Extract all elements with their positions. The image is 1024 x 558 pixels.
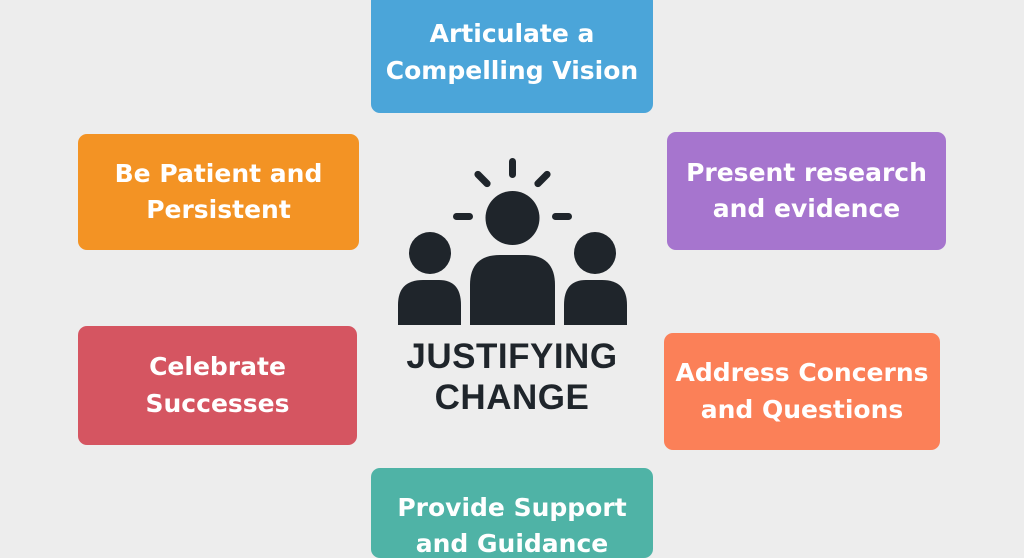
provide-support-line1: Provide Support [397, 493, 627, 522]
celebrate-successes-line1: Celebrate [149, 352, 286, 382]
team-with-idea-icon [398, 158, 627, 325]
be-patient-line1: Be Patient and [114, 158, 323, 188]
provide-support-box: Provide Support and Guidance [371, 468, 653, 558]
provide-support-line2: and Guidance [415, 529, 609, 558]
address-concerns-box: Address Concerns and Questions [664, 333, 940, 450]
hub-title: JUSTIFYING CHANGE [372, 336, 652, 418]
articulate-vision-line1: Articulate a [429, 19, 595, 49]
present-research-line2: and evidence [712, 194, 901, 223]
be-patient-box: Be Patient and Persistent [78, 134, 359, 250]
articulate-vision-box: Articulate a Compelling Vision [371, 0, 653, 113]
be-patient-line2: Persistent [146, 195, 291, 224]
address-concerns-line2: and Questions [700, 394, 904, 424]
address-concerns-line1: Address Concerns [675, 358, 929, 388]
hub-title-line1: JUSTIFYING [406, 337, 618, 376]
celebrate-successes-line2: Successes [145, 388, 290, 418]
present-research-line1: Present research [686, 157, 927, 187]
celebrate-successes-box: Celebrate Successes [78, 326, 357, 445]
hub-title-line2: CHANGE [434, 378, 590, 417]
articulate-vision-line2: Compelling Vision [385, 55, 639, 85]
present-research-box: Present research and evidence [667, 132, 946, 250]
